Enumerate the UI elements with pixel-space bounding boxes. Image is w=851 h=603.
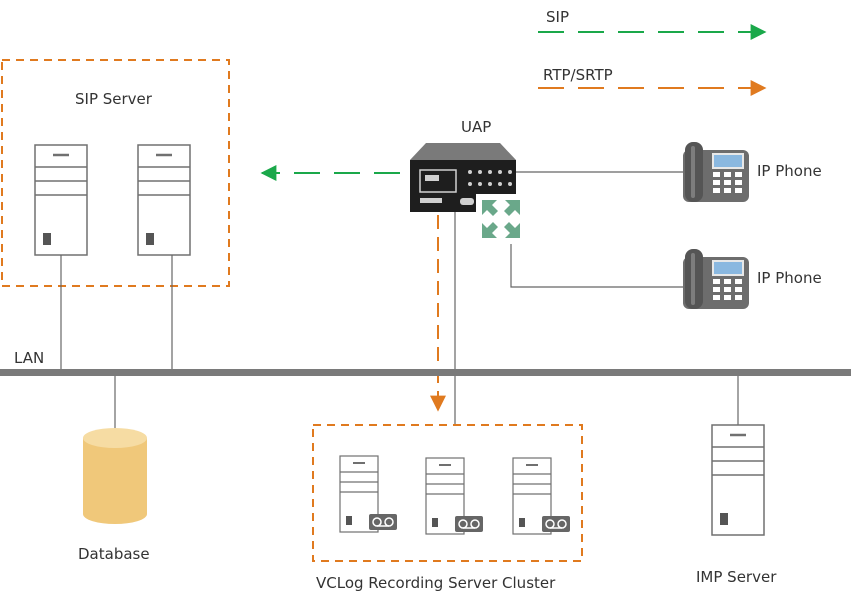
switch-icon [476,194,526,244]
server-icon [33,143,89,257]
sip-server-group-box [1,59,230,287]
recording-server-icon [512,457,571,535]
ip-phone-2-label: IP Phone [757,269,822,287]
recording-server-icon [425,457,484,535]
legend-sip-label: SIP [546,8,569,26]
recording-server-icon [339,455,398,533]
uap-label: UAP [461,118,491,136]
lan-bus [0,369,851,376]
imp-server-label: IMP Server [696,568,777,586]
database-label: Database [78,545,150,563]
recording-cluster-box [312,424,583,562]
server-icon [710,423,766,537]
ip-phone-icon [682,141,750,203]
legend-rtp-label: RTP/SRTP [543,66,613,84]
ip-phone-1-label: IP Phone [757,162,822,180]
server-icon [136,143,192,257]
sip-server-label: SIP Server [75,90,153,108]
recording-cluster-label: VCLog Recording Server Cluster [316,574,556,592]
lan-label: LAN [14,349,44,367]
database-icon [83,428,147,524]
uap-gateway-icon [410,143,516,212]
ip-phone-icon [682,248,750,310]
phone2-link [510,244,683,288]
